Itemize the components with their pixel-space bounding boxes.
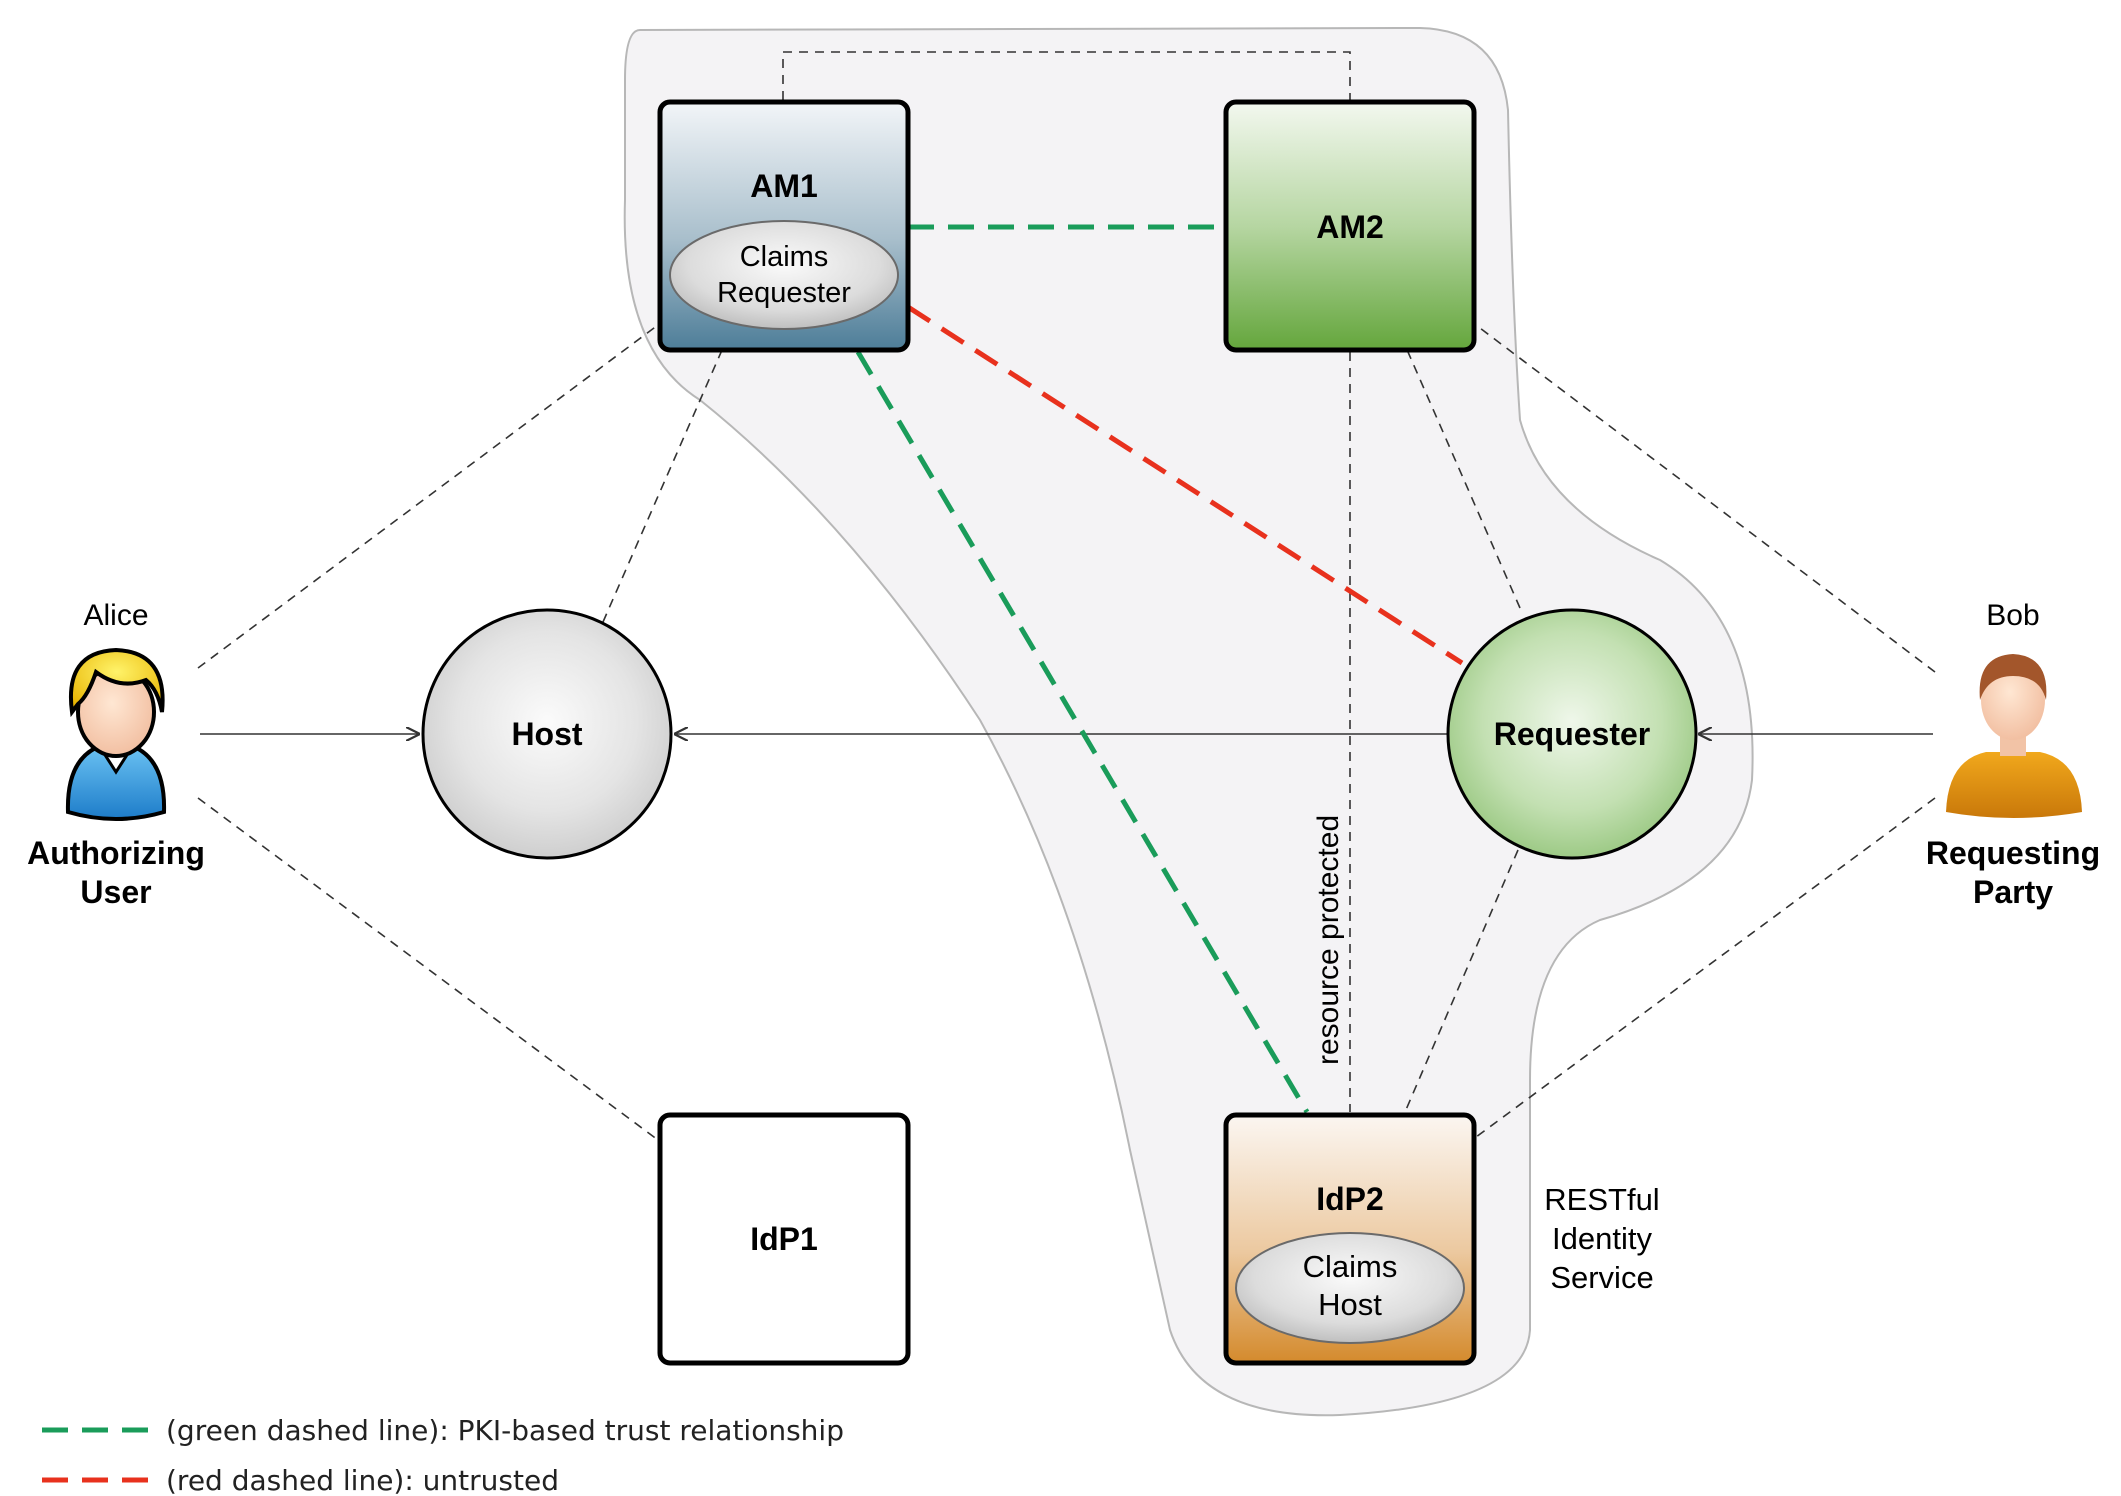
requester-title: Requester <box>1494 716 1651 752</box>
restful-identity-service-label: RESTful Identity Service <box>1544 1182 1659 1295</box>
am1-am2-top-link <box>782 51 1351 100</box>
am1-node: AM1 Claims Requester <box>657 99 911 353</box>
alice-role-line-1: Authorizing <box>27 835 205 871</box>
resource-protected-label: resource protected <box>1312 815 1345 1065</box>
bob-person: Bob Requesting Party <box>1926 599 2100 910</box>
user-blonde-icon <box>65 647 167 821</box>
svg-text:Service: Service <box>1550 1260 1653 1295</box>
requester-am2-link <box>1407 351 1521 609</box>
am2-title: AM2 <box>1316 209 1384 245</box>
idp2-title: IdP2 <box>1316 1181 1384 1217</box>
idp2-inner-line-1: Claims <box>1303 1249 1398 1284</box>
alice-person: Alice Authorizing User <box>27 599 205 910</box>
host-title: Host <box>511 716 582 752</box>
host-am1-link <box>602 349 723 623</box>
idp1-node: IdP1 <box>657 1112 911 1366</box>
trust-lines <box>855 224 1464 1114</box>
idp1-title: IdP1 <box>750 1221 818 1257</box>
svg-text:Identity: Identity <box>1552 1221 1652 1256</box>
legend-item-untrusted: (red dashed line): untrusted <box>42 1464 559 1496</box>
am1-requester-untrusted-line <box>906 304 1464 666</box>
host-node: Host <box>421 608 673 860</box>
am1-idp2-trust-line <box>855 350 1310 1114</box>
bob-role-line-2: Party <box>1973 874 2053 910</box>
trust-domain-region <box>623 26 1754 1417</box>
alice-name: Alice <box>83 599 148 632</box>
am1-inner-line-1: Claims <box>740 241 829 273</box>
legend-untrusted-text: (red dashed line): untrusted <box>166 1464 559 1496</box>
user-person-icon <box>1946 654 2082 818</box>
am1-inner-line-2: Requester <box>717 277 851 309</box>
bob-am2-link <box>1471 321 1936 673</box>
idp2-node: IdP2 Claims Host <box>1223 1112 1477 1366</box>
legend: (green dashed line): PKI-based trust rel… <box>42 1414 844 1496</box>
bob-role-line-1: Requesting <box>1926 835 2100 871</box>
legend-item-trusted: (green dashed line): PKI-based trust rel… <box>42 1414 844 1447</box>
idp2-inner-line-2: Host <box>1318 1287 1382 1322</box>
legend-trusted-text: (green dashed line): PKI-based trust rel… <box>166 1414 844 1447</box>
svg-text:RESTful: RESTful <box>1544 1182 1659 1217</box>
connector-lines <box>197 51 1936 1141</box>
bob-name: Bob <box>1986 599 2039 632</box>
claims-requester-ellipse <box>669 220 899 330</box>
alice-role-line-2: User <box>80 874 151 910</box>
am1-title: AM1 <box>750 168 818 204</box>
requester-node: Requester <box>1446 608 1698 860</box>
am2-node: AM2 <box>1223 99 1477 353</box>
claims-host-ellipse <box>1235 1232 1465 1344</box>
